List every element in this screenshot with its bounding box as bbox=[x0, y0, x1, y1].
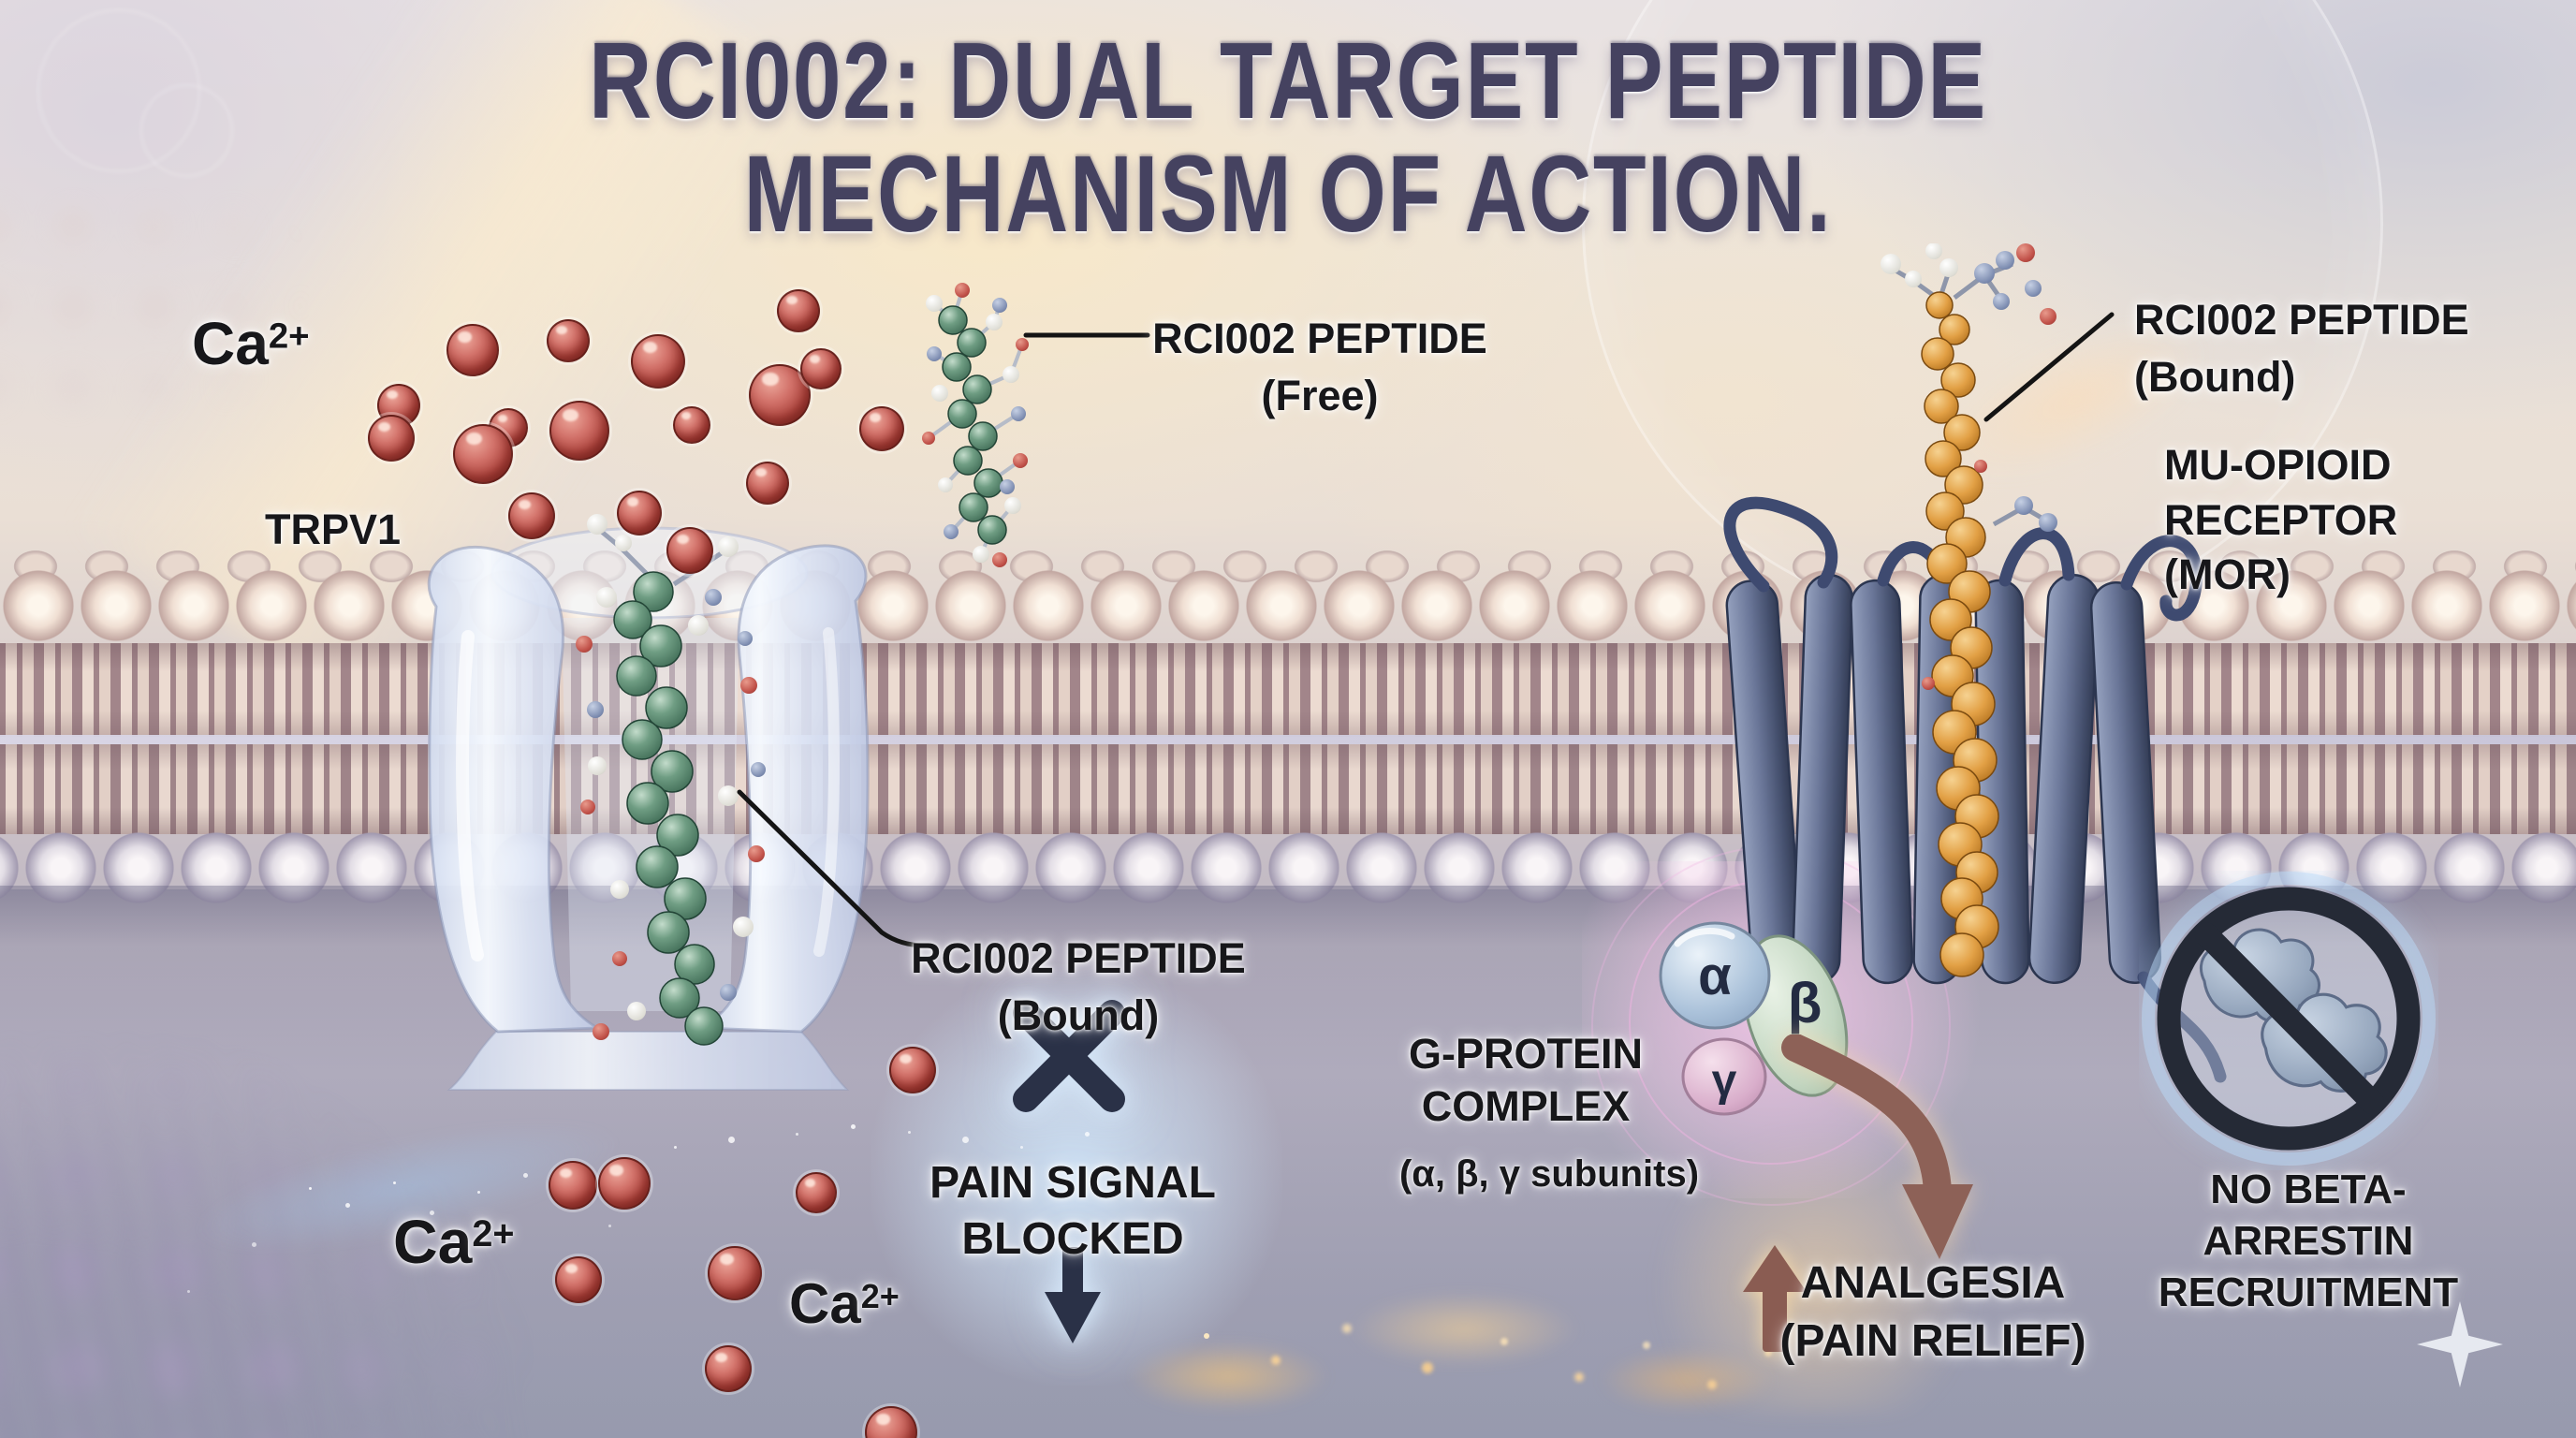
calcium-ion bbox=[631, 334, 685, 389]
calcium-ion bbox=[796, 1172, 837, 1213]
calcium-ion bbox=[666, 527, 713, 574]
calcium-ion bbox=[598, 1157, 651, 1210]
glass-highlight bbox=[813, 627, 840, 957]
title-line-2: MECHANISM OF ACTION. bbox=[743, 132, 1833, 255]
no-symbol-icon bbox=[2142, 872, 2436, 1166]
title-line-1: RCI002: DUAL TARGET PEPTIDE bbox=[589, 20, 1987, 141]
calcium-label-bottom-right: Ca2+ bbox=[789, 1271, 900, 1336]
mor-label: MU-OPIOID RECEPTOR (MOR) bbox=[2164, 438, 2397, 603]
blurred-membrane-backdrop bbox=[0, 187, 309, 449]
golden-particles bbox=[1204, 1333, 1209, 1339]
bound-right-line-2: (Bound) bbox=[2134, 352, 2296, 401]
calcium-ion bbox=[446, 324, 499, 376]
analgesia-line-1: ANALGESIA bbox=[1800, 1258, 2066, 1308]
g-protein-line-2: COMPLEX bbox=[1421, 1082, 1631, 1131]
g-protein-label: G-PROTEIN COMPLEX bbox=[1367, 1028, 1685, 1134]
trpv1-channel bbox=[427, 514, 870, 1091]
no-beta-arrestin-label: NO BETA-ARRESTIN RECRUITMENT bbox=[2112, 1164, 2505, 1318]
calcium-ion bbox=[889, 1047, 936, 1093]
backbone bbox=[938, 305, 1007, 545]
bound-left-line-1: RCI002 PEPTIDE bbox=[911, 934, 1246, 982]
pain-signal-line-2: BLOCKED bbox=[961, 1214, 1184, 1264]
calcium-charge: 2+ bbox=[472, 1213, 515, 1255]
side-atoms bbox=[922, 283, 1029, 567]
pain-blocked-x-icon bbox=[1013, 1000, 1125, 1112]
page-title: RCI002: DUAL TARGET PEPTIDE MECHANISM OF… bbox=[0, 24, 2576, 250]
calcium-ion bbox=[453, 424, 513, 484]
calcium-charge: 2+ bbox=[268, 315, 310, 357]
gamma-letter: γ bbox=[1712, 1056, 1737, 1106]
blurred-membrane-foreground bbox=[0, 1030, 534, 1438]
trpv1-label: TRPV1 bbox=[265, 506, 402, 553]
no-beta-line-2: RECRUITMENT bbox=[2158, 1269, 2459, 1315]
calcium-ion bbox=[800, 348, 842, 389]
calcium-charge: 2+ bbox=[860, 1276, 900, 1315]
no-beta-line-1: NO BETA-ARRESTIN bbox=[2203, 1167, 2414, 1264]
g-protein-subunits-label: (α, β, γ subunits) bbox=[1398, 1153, 1700, 1195]
bound-peptide-label-right: RCI002 PEPTIDE (Bound) bbox=[2134, 292, 2469, 406]
calcium-ion bbox=[549, 1161, 597, 1210]
leader-line bbox=[1983, 312, 2115, 422]
pain-blocked-down-arrow-icon bbox=[1045, 1247, 1101, 1343]
calcium-ion bbox=[617, 491, 662, 536]
calcium-ion bbox=[859, 406, 904, 451]
analgesia-up-arrow-icon bbox=[1743, 1245, 1807, 1352]
mor-line-2: RECEPTOR bbox=[2164, 495, 2398, 544]
g-protein-complex: α β γ bbox=[1659, 921, 1849, 1116]
pain-signal-line-1: PAIN SIGNAL bbox=[929, 1158, 1216, 1208]
calcium-symbol: Ca bbox=[789, 1272, 861, 1335]
calcium-ion bbox=[705, 1345, 752, 1392]
analgesia-label: ANALGESIA (PAIN RELIEF) bbox=[1750, 1255, 2115, 1372]
mor-line-3: (MOR) bbox=[2164, 550, 2291, 598]
alpha-letter: α bbox=[1698, 946, 1732, 1006]
pain-signal-label: PAIN SIGNAL BLOCKED bbox=[895, 1155, 1251, 1268]
analgesia-line-2: (PAIN RELIEF) bbox=[1779, 1316, 2086, 1367]
alpha-subunit bbox=[1659, 921, 1771, 1030]
free-peptide-label: RCI002 PEPTIDE (Free) bbox=[1151, 311, 1488, 425]
bound-peptide-orange bbox=[1881, 243, 2057, 977]
beta-letter: β bbox=[1788, 972, 1822, 1034]
calcium-ion bbox=[708, 1246, 762, 1300]
calcium-ion bbox=[549, 401, 609, 461]
calcium-ion bbox=[547, 319, 590, 362]
g-protein-signal-arrow-icon bbox=[1781, 1034, 1973, 1259]
free-peptide-molecule bbox=[922, 283, 1029, 567]
calcium-label-bottom-left: Ca2+ bbox=[393, 1206, 515, 1277]
bound-left-line-2: (Bound) bbox=[997, 990, 1160, 1039]
gamma-subunit bbox=[1681, 1037, 1767, 1116]
channel-base bbox=[446, 1031, 850, 1091]
glass-highlight bbox=[456, 630, 484, 961]
channel-subunit-right bbox=[697, 544, 870, 1034]
leader-line bbox=[737, 789, 928, 948]
calcium-ion bbox=[777, 289, 820, 332]
white-particles bbox=[309, 1187, 312, 1190]
extracellular-loops bbox=[1723, 496, 2227, 1083]
prohibition-ring bbox=[2157, 887, 2421, 1151]
bokeh-circle bbox=[140, 84, 233, 177]
prohibition-slash bbox=[2194, 922, 2385, 1115]
calcium-ion bbox=[555, 1256, 602, 1303]
highlight bbox=[1674, 928, 1735, 947]
bound-right-line-1: RCI002 PEPTIDE bbox=[2134, 296, 2469, 344]
bound-peptide-green bbox=[576, 514, 766, 1046]
calcium-ion bbox=[368, 415, 415, 462]
bound-peptide-label-left: RCI002 PEPTIDE (Bound) bbox=[910, 931, 1247, 1045]
glow-ring bbox=[2142, 872, 2436, 1166]
free-peptide-line-2: (Free) bbox=[1261, 371, 1379, 419]
calcium-symbol: Ca bbox=[393, 1207, 473, 1276]
free-peptide-line-1: RCI002 PEPTIDE bbox=[1152, 315, 1487, 362]
mor-line-1: MU-OPIOID bbox=[2164, 441, 2392, 489]
g-protein-line-1: G-PROTEIN bbox=[1408, 1030, 1643, 1078]
calcium-label-top: Ca2+ bbox=[192, 309, 310, 378]
calcium-symbol: Ca bbox=[192, 310, 269, 377]
calcium-ion bbox=[673, 406, 710, 444]
calcium-ion bbox=[508, 492, 555, 539]
calcium-ion bbox=[746, 462, 789, 505]
